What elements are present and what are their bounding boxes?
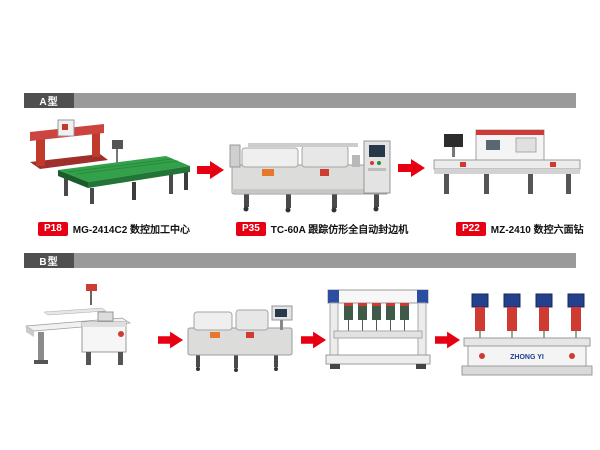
machine-caption-text: MG-2414C2 数控加工中心 — [72, 225, 191, 236]
section-b-header-bar: B型 — [24, 253, 576, 268]
machine-caption: P35 TC-60A 跟踪仿形全自动封边机 — [236, 221, 408, 236]
machine-caption: P18 MG-2414C2 数控加工中心 — [38, 221, 190, 236]
machine-cnc-machining-center-image — [28, 112, 193, 212]
machine-caption-text: TC-60A 跟踪仿形全自动封边机 — [270, 225, 409, 236]
machine-edge-bander-b-image — [186, 300, 298, 375]
page-ref-badge: P35 — [236, 221, 266, 236]
machine-edge-bander-image — [228, 135, 396, 215]
section-a-header-bar: A型 — [24, 93, 576, 108]
section-a-label: A型 — [24, 93, 74, 108]
flow-arrow-icon — [197, 160, 225, 180]
machine-brand-text: ZHONG YI — [510, 354, 544, 361]
machine-caption: P22 MZ-2410 数控六面钻 — [456, 221, 584, 236]
machine-caption-text: MZ-2410 数控六面钻 — [490, 225, 584, 236]
page-ref-badge: P18 — [38, 221, 68, 236]
flow-arrow-icon — [301, 330, 327, 350]
machine-sliding-table-saw-image — [24, 282, 156, 372]
flow-arrow-icon — [435, 330, 461, 350]
machine-multi-boring-image — [324, 285, 432, 375]
machine-six-side-drill-image — [432, 122, 582, 207]
page-ref-badge: P22 — [456, 221, 486, 236]
flow-arrow-icon — [158, 330, 184, 350]
flow-arrow-icon — [398, 158, 426, 178]
section-b-label: B型 — [24, 253, 74, 268]
machine-gang-drill-image: ZHONG YI — [458, 288, 596, 380]
